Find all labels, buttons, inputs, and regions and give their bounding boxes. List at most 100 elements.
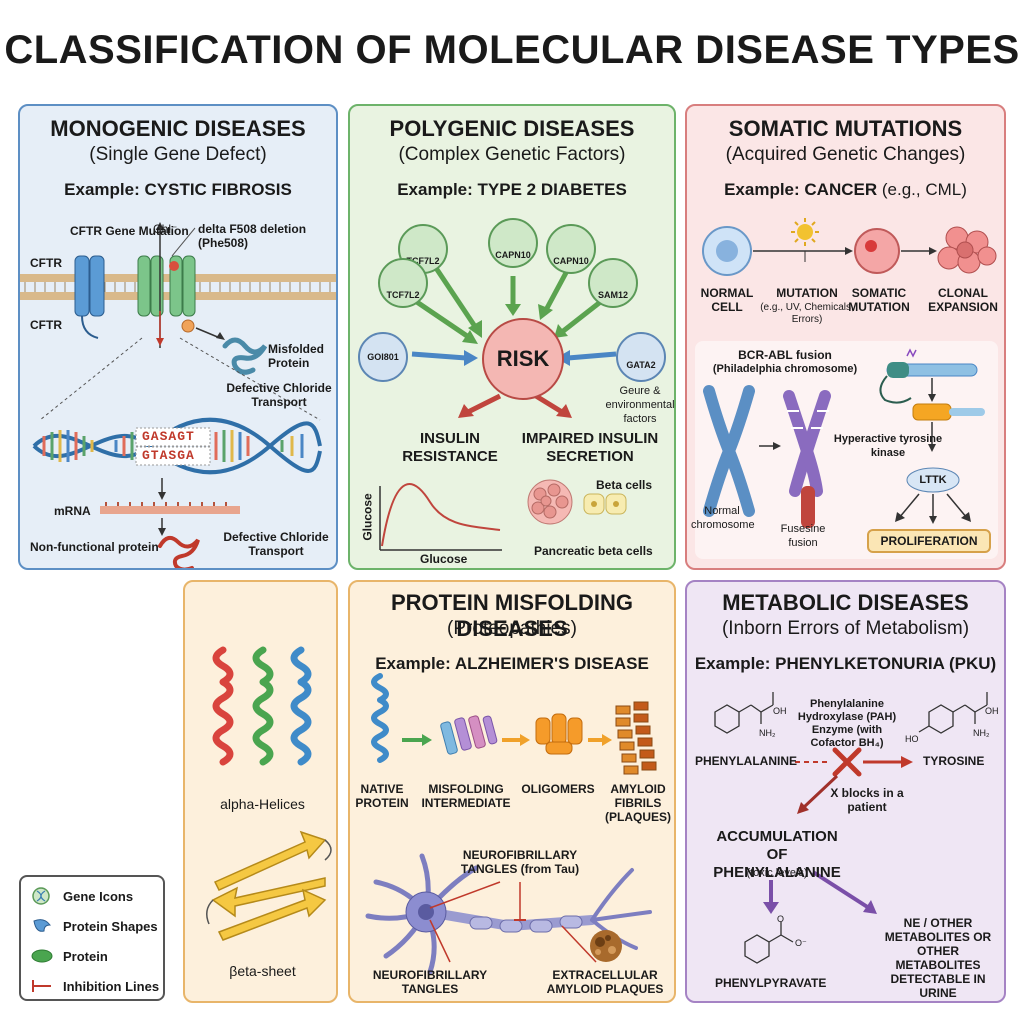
normal-cell-label: NORMAL CELL	[700, 286, 754, 314]
environmental-factors-label: Geure & environmental factors	[605, 385, 675, 425]
monogenic-subheading: (Single Gene Defect)	[89, 144, 267, 165]
dna-helix	[32, 417, 322, 475]
nonfunctional-protein-label: Non-functional protein	[30, 540, 159, 554]
defective-transport-label-2: Defective Chloride Transport	[223, 530, 329, 558]
other-metabolites-label: NE / OTHER METABOLITES OR OTHER METABOLI…	[884, 916, 992, 1000]
gene-node: GATA2	[616, 332, 666, 382]
chem-nh2-2: NH₂	[973, 728, 990, 738]
amyloid-fibrils-label: AMYLOID FIBRILS (PLAQUES)	[605, 782, 671, 824]
tangles-from-tau-label: NEUROFIBRILLARY TANGLES (from Tau)	[460, 848, 580, 876]
cftr-label-top: CFTR	[30, 256, 62, 270]
gene-node: TCF7L2	[378, 258, 428, 308]
amyloid-fibrils-icon	[615, 701, 657, 775]
fused-chromosome-icon	[783, 390, 831, 528]
pku-pathway-diagram	[714, 692, 988, 964]
dna-sequence-bottom: GTASGA	[142, 448, 195, 463]
protein-subheading: (Proteopathies)	[447, 618, 577, 639]
example-prefix: Example:	[724, 180, 800, 199]
misfolding-diagram	[365, 673, 657, 975]
proliferation-box: PROLIFERATION	[867, 529, 991, 553]
native-protein-label: NATIVE PROTEIN	[355, 782, 409, 810]
protein-example: Example: ALZHEIMER'S DISEASE	[350, 654, 674, 674]
page-title: CLASSIFICATION OF MOLECULAR DISEASE TYPE…	[4, 28, 1020, 72]
chem-oh-2: OH	[985, 706, 999, 716]
legend-item: Inhibition Lines	[31, 975, 159, 997]
misfolded-protein-label: Misfolded Protein	[268, 342, 324, 370]
neurofibrillary-tangles-label: NEUROFIBRILLARY TANGLES	[372, 968, 488, 996]
monogenic-heading: MONOGENIC DISEASES	[50, 116, 306, 141]
accumulation-label: ACCUMULATION OF PHENYLALANINE	[713, 828, 841, 881]
inhibition-line-icon	[31, 977, 53, 995]
example-name: CANCER	[804, 180, 878, 199]
chloride-label: Chl⁻	[153, 222, 178, 236]
risk-node: RISK	[482, 318, 564, 400]
mutation-causes-label: (e.g., UV, Chemicals, Errors)	[760, 302, 854, 325]
metabolic-subheading: (Inborn Errors of Metabolism)	[721, 618, 970, 639]
beta-cells-label: Beta cells	[596, 478, 653, 492]
cancer-diagram	[702, 218, 997, 528]
cftr-label-bottom: CFTR	[30, 318, 62, 332]
chem-o-minus: O⁻	[795, 938, 807, 948]
cftr-channel-mutant	[137, 222, 196, 348]
monogenic-example: Example: CYSTIC FIBROSIS	[20, 180, 336, 200]
fusesine-fusion-label: Fusesine fusion	[780, 523, 826, 549]
somatic-mutation-label: SOMATIC MUTATION	[848, 286, 910, 314]
glucose-graph	[379, 483, 502, 551]
mrna-strand	[100, 502, 240, 514]
normal-cell-icon	[702, 226, 752, 276]
graph-y-label: Glucose	[360, 493, 375, 541]
legend-item: Gene Icons	[31, 885, 133, 907]
legend-label: Protein	[63, 948, 108, 964]
somatic-subheading: (Acquired Genetic Changes)	[725, 144, 966, 165]
protein-shape-icon	[31, 917, 53, 935]
amyloid-plaque-icon	[590, 930, 622, 962]
misfolded-protein-icon	[181, 319, 268, 375]
ltk-label: LTTK	[919, 474, 947, 486]
legend-item: Protein	[31, 945, 108, 967]
block-x-icon	[832, 747, 862, 777]
example-prefix: Example:	[64, 180, 140, 199]
example-name: CYSTIC FIBROSIS	[144, 180, 292, 199]
somatic-panel: SOMATIC MUTATIONS (Acquired Genetic Chan…	[685, 104, 1006, 570]
legend-item: Protein Shapes	[31, 915, 158, 937]
misfolding-intermediate-icon	[440, 715, 498, 755]
polygenic-panel: POLYGENIC DISEASES (Complex Genetic Fact…	[348, 104, 676, 570]
phenylalanine-label: PHENYLALANINE	[695, 754, 798, 768]
neuron-icon	[365, 853, 652, 975]
polygenic-heading: POLYGENIC DISEASES	[389, 116, 635, 141]
bcr-abl-label: BCR-ABL fusion	[738, 348, 832, 362]
alpha-helix-icon	[212, 646, 312, 766]
phenylpyruvate-label: PHENYLPYRAVATE	[715, 976, 827, 990]
protein-heading: PROTEIN MISFOLDING DISEASES	[391, 590, 633, 641]
somatic-heading: SOMATIC MUTATIONS	[728, 116, 963, 141]
chem-oh-1: OH	[773, 706, 787, 716]
pancreatic-beta-cells	[527, 479, 627, 525]
example-prefix: Example:	[397, 180, 473, 199]
polygenic-example: Example: TYPE 2 DIABETES	[350, 180, 674, 200]
tyrosine-structure	[918, 692, 988, 734]
x-blocks-label: X blocks in a patient	[830, 786, 904, 814]
chem-o: O	[777, 914, 785, 924]
bcr-abl-subpanel	[695, 341, 998, 559]
gene-node: CAPN10	[488, 218, 538, 268]
phenylpyruvate-structure	[744, 922, 794, 964]
metabolic-example: Example: PHENYLKETONURIA (PKU)	[687, 654, 1004, 674]
tyrosine-label: TYROSINE	[923, 754, 985, 768]
philadelphia-label: (Philadelphia chromosome)	[712, 363, 858, 375]
legend: Gene Icons Protein Shapes Protein Inhibi…	[19, 875, 165, 1001]
phenylalanine-structure	[714, 692, 774, 734]
protein-structure-panel: alpha-Helices βeta-sheet	[183, 580, 338, 1003]
normal-chromosome-label: Normal chromosome	[691, 505, 755, 531]
nonfunctional-protein-icon	[158, 535, 200, 568]
impaired-secretion-label: IMPAIRED INSULIN SECRETION	[521, 430, 659, 465]
monogenic-panel: MONOGENIC DISEASES (Single Gene Defect) …	[18, 104, 338, 570]
delta-f508-label: delta F508 deletion (Phe508)	[198, 222, 307, 250]
legend-label: Inhibition Lines	[63, 978, 160, 994]
oligomers-icon	[535, 713, 583, 755]
gene-node: SAM12	[588, 258, 638, 308]
pancreatic-beta-cells-label: Pancreatic beta cells	[534, 544, 653, 558]
native-protein-icon	[371, 673, 389, 763]
gene-node: CAPN10	[546, 224, 596, 274]
cftr-channel-normal	[74, 255, 105, 339]
dna-sequence-top: GASAGT	[142, 429, 195, 444]
